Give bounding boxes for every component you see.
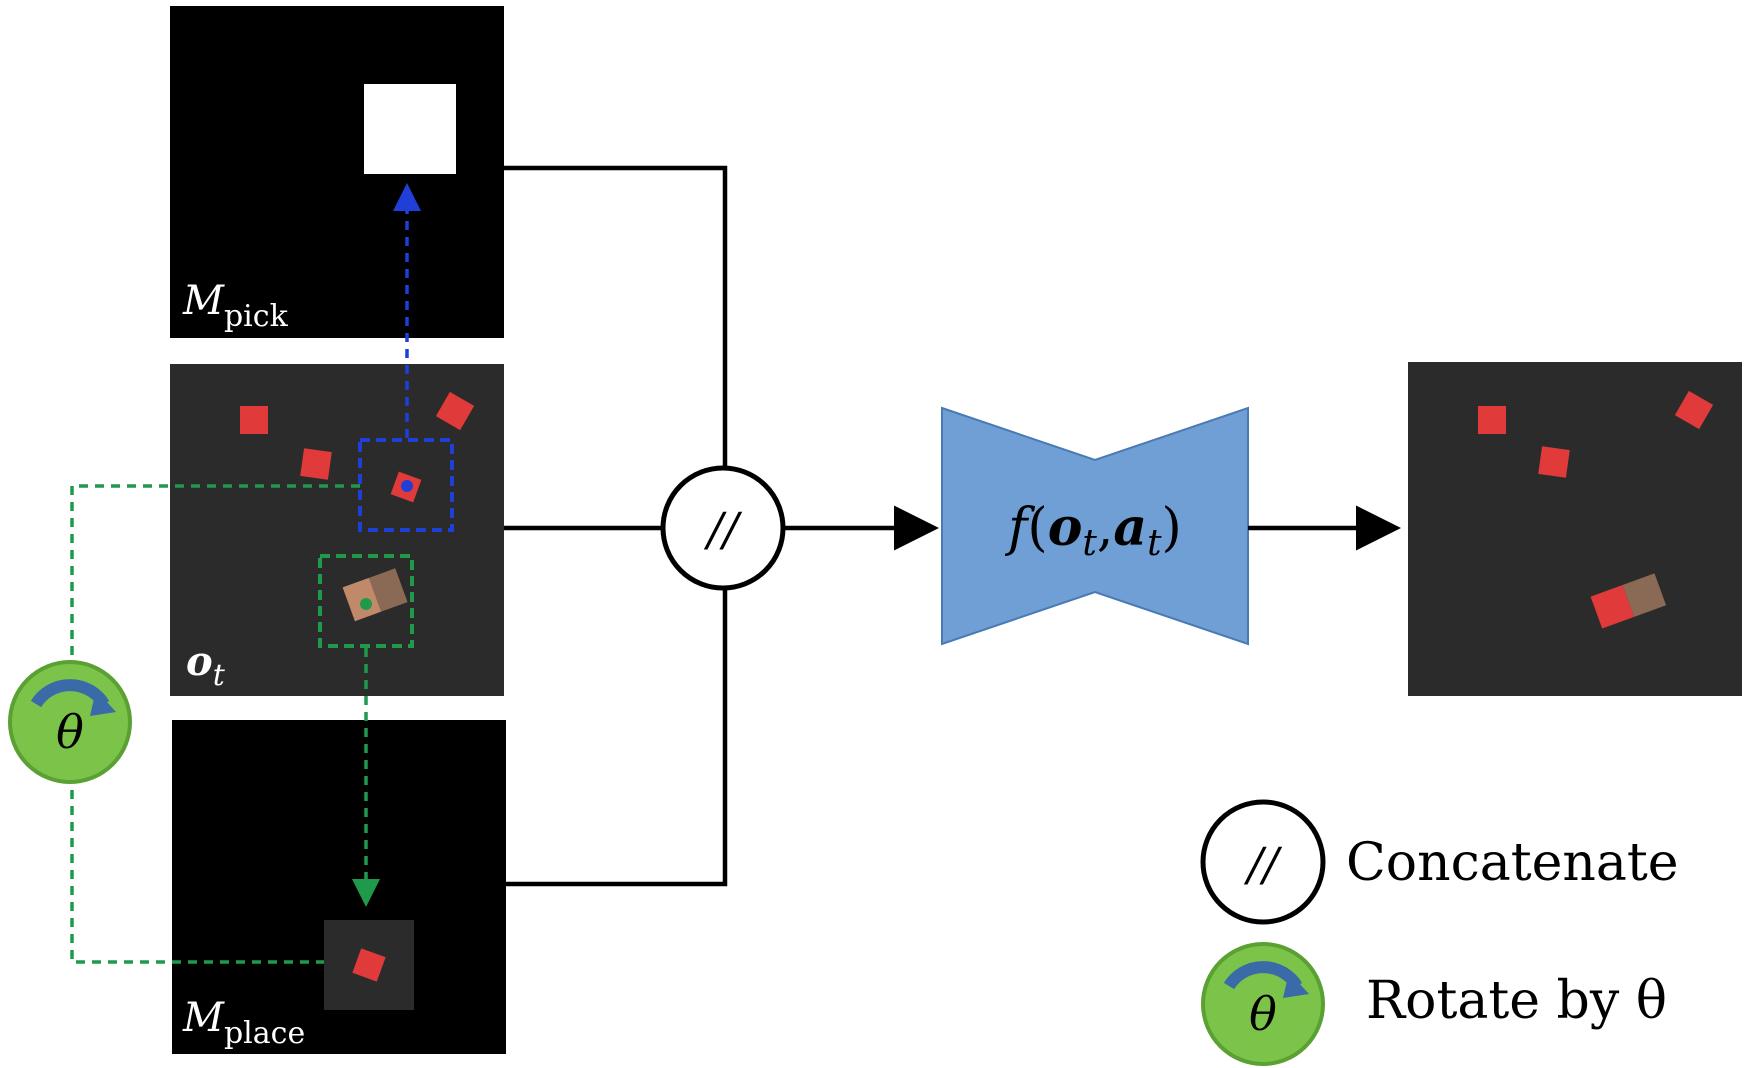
observation-label: ot — [186, 638, 226, 693]
block — [300, 448, 332, 480]
pick-to-concat-line — [504, 165, 728, 468]
place-target-blocks — [342, 568, 408, 622]
pick-point — [401, 480, 413, 492]
place-crop-box — [318, 554, 414, 648]
place-mask-panel: Mplace — [172, 720, 506, 1054]
rotation-loop-bottom — [70, 790, 324, 964]
place-to-concat-line — [506, 588, 728, 887]
placed-blocks — [1590, 573, 1667, 629]
place-mask-label: Mplace — [182, 995, 305, 1051]
svg-text://: // — [704, 502, 743, 556]
rotate-icon: θ — [8, 660, 132, 784]
block — [435, 391, 475, 431]
legend-rotate-icon: θ — [1201, 942, 1325, 1066]
legend-rotate-label: Rotate by θ — [1366, 971, 1667, 1031]
block — [1674, 390, 1714, 430]
legend-concat-icon: // — [1200, 799, 1326, 925]
pick-mask-white-square — [364, 84, 456, 174]
place-point — [360, 598, 372, 610]
model-label: f(ot,at) — [1004, 497, 1182, 564]
svg-text://: // — [1244, 837, 1283, 891]
svg-text:θ: θ — [1249, 987, 1277, 1041]
model-block: f(ot,at) — [941, 406, 1249, 646]
rotation-loop-top — [70, 484, 360, 660]
legend-concat-label: Concatenate — [1346, 833, 1679, 893]
svg-text:θ: θ — [56, 705, 84, 759]
legend: // Concatenate θ Rotate by θ — [1200, 799, 1679, 1066]
pick-mask-panel: Mpick — [170, 6, 504, 338]
result-panel — [1408, 362, 1742, 696]
block — [352, 948, 386, 982]
pick-crop-box — [358, 438, 454, 532]
pick-mask-label: Mpick — [182, 278, 289, 334]
concat-node: // — [660, 465, 786, 591]
observation-panel: ot — [170, 364, 504, 696]
block — [1478, 406, 1506, 434]
block — [240, 406, 268, 434]
block — [1538, 446, 1570, 478]
